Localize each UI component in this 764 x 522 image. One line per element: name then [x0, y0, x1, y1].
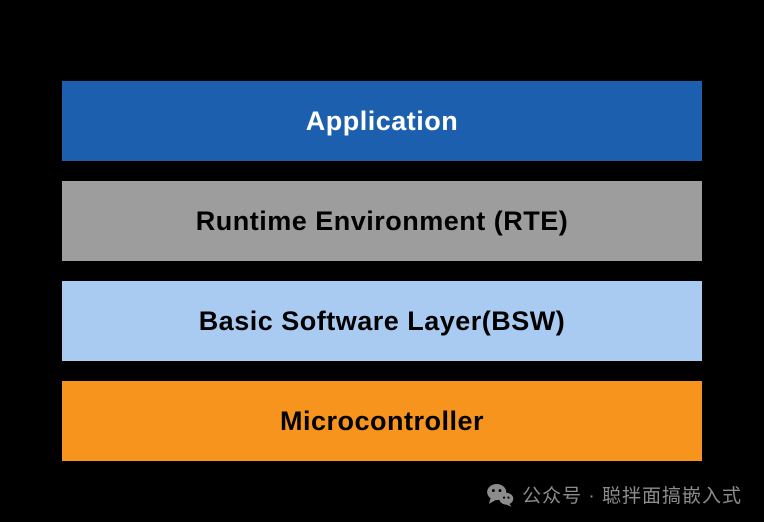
watermark: 公众号 · 聪拌面搞嵌入式: [486, 481, 742, 508]
layer-microcontroller-label: Microcontroller: [279, 405, 485, 436]
layer-basic-software: Basic Software Layer(BSW): [62, 281, 702, 361]
layer-application-label: Application: [305, 105, 459, 136]
layer-application: Application: [62, 81, 702, 161]
layer-runtime-environment-label: Runtime Environment (RTE): [195, 205, 569, 236]
layer-basic-software-label: Basic Software Layer(BSW): [198, 305, 566, 336]
watermark-text: 公众号 · 聪拌面搞嵌入式: [522, 486, 742, 507]
layer-runtime-environment: Runtime Environment (RTE): [62, 181, 702, 261]
layer-microcontroller: Microcontroller: [62, 381, 702, 461]
wechat-icon: [486, 482, 514, 508]
